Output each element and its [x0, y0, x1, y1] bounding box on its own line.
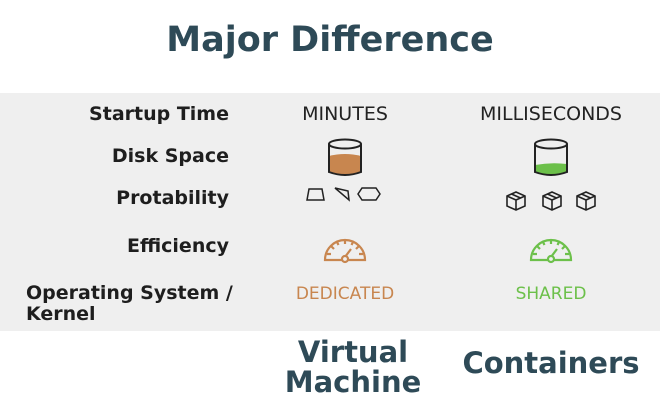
page-title: Major Difference — [166, 20, 494, 60]
database-icon — [451, 138, 651, 178]
vm-os: DEDICATED — [295, 284, 395, 304]
column-header-containers: Containers — [462, 346, 640, 380]
container-startup: MILLISECONDS — [480, 103, 622, 125]
column-header-vm-line2: Machine — [284, 365, 422, 399]
vm-startup: MINUTES — [302, 103, 388, 125]
gauge-icon — [451, 234, 651, 264]
row-label-disk: Disk Space — [111, 145, 229, 167]
row-label-startup: Startup Time — [89, 103, 229, 125]
gauge-icon — [245, 234, 445, 264]
column-header-vm: Virtual Machine — [253, 337, 453, 397]
column-header-vm-line1: Virtual — [297, 335, 409, 369]
row-label-os-line2: Kernel — [26, 303, 96, 325]
comparison-band — [0, 93, 660, 331]
row-label-efficiency: Efficiency — [126, 235, 229, 257]
container-os: SHARED — [515, 284, 587, 304]
irregular-shapes-icon — [245, 187, 445, 203]
database-icon — [245, 138, 445, 178]
row-label-os: Operating System / Kernel — [26, 283, 233, 325]
row-label-portability: Protability — [116, 187, 229, 209]
row-label-os-line1: Operating System / — [26, 282, 233, 304]
box-icons — [451, 190, 651, 212]
